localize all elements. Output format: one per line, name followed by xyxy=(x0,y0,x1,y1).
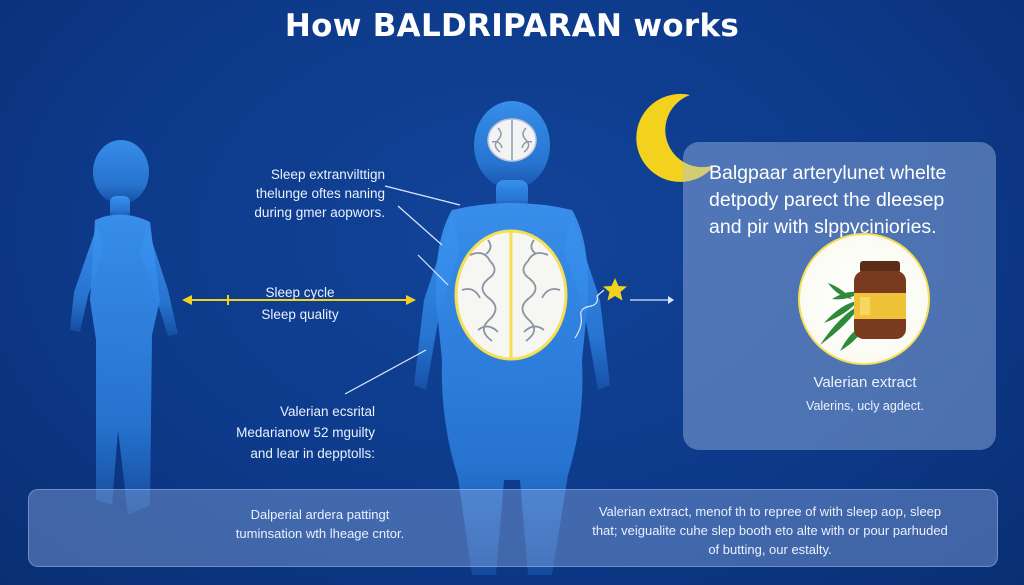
heading-line: detpody parect the dleesep xyxy=(709,189,945,211)
sleep-cycle-label: Sleep cycle xyxy=(265,285,335,300)
bottom-info-bar xyxy=(28,489,998,567)
child-silhouette xyxy=(70,140,178,515)
sleep-cycle-arrow xyxy=(182,295,416,305)
star-icon xyxy=(603,278,627,301)
connector-lines xyxy=(344,185,674,395)
moon-icon xyxy=(636,93,715,182)
heading-line: and pir with slppyciniories. xyxy=(709,216,937,238)
page-title: How BALDRIPARAN works xyxy=(284,8,740,44)
sleep-extract-note: Sleep extranvilttign thelunge oftes nani… xyxy=(215,165,385,222)
valerian-note: Valerian ecsrital Medarianow 52 mguilty … xyxy=(195,401,375,464)
note-line: Valerian extract, menof th to repree of … xyxy=(598,504,942,519)
amber-bottle xyxy=(854,261,906,339)
note-line: of butting, our estalty. xyxy=(708,542,832,557)
note-line: Valerian ecsrital xyxy=(279,404,375,419)
bottom-right-note: Valerian extract, menof th to repree of … xyxy=(560,502,980,559)
torso-brain-icon xyxy=(454,229,568,361)
note-line: and lear in depptolls: xyxy=(250,446,375,461)
valerian-bottle-icon xyxy=(820,261,906,351)
note-line: during gmer aopwors. xyxy=(254,205,385,220)
note-line: that; veigualite cuhe slep booth eto alt… xyxy=(592,523,948,538)
note-line: thelunge oftes naning xyxy=(255,186,385,201)
extract-label: Valerian extract xyxy=(813,374,917,391)
panel-heading: Balgpaar arterylunet whelte detpody pare… xyxy=(709,160,989,241)
extract-sub: Valerins, ucly agdect. xyxy=(806,399,924,413)
bottom-left-note: Dalperial ardera pattingt tuminsation wt… xyxy=(200,505,440,543)
note-line: Dalperial ardera pattingt xyxy=(250,507,390,522)
brain-icon xyxy=(487,118,537,162)
note-line: Medarianow 52 mguilty xyxy=(236,425,375,440)
note-line: tuminsation wth lheage cntor. xyxy=(235,526,405,541)
heading-line: Balgpaar arterylunet whelte xyxy=(709,162,947,184)
sleep-quality-label: Sleep quality xyxy=(261,307,339,322)
note-line: Sleep extranvilttign xyxy=(270,167,385,182)
